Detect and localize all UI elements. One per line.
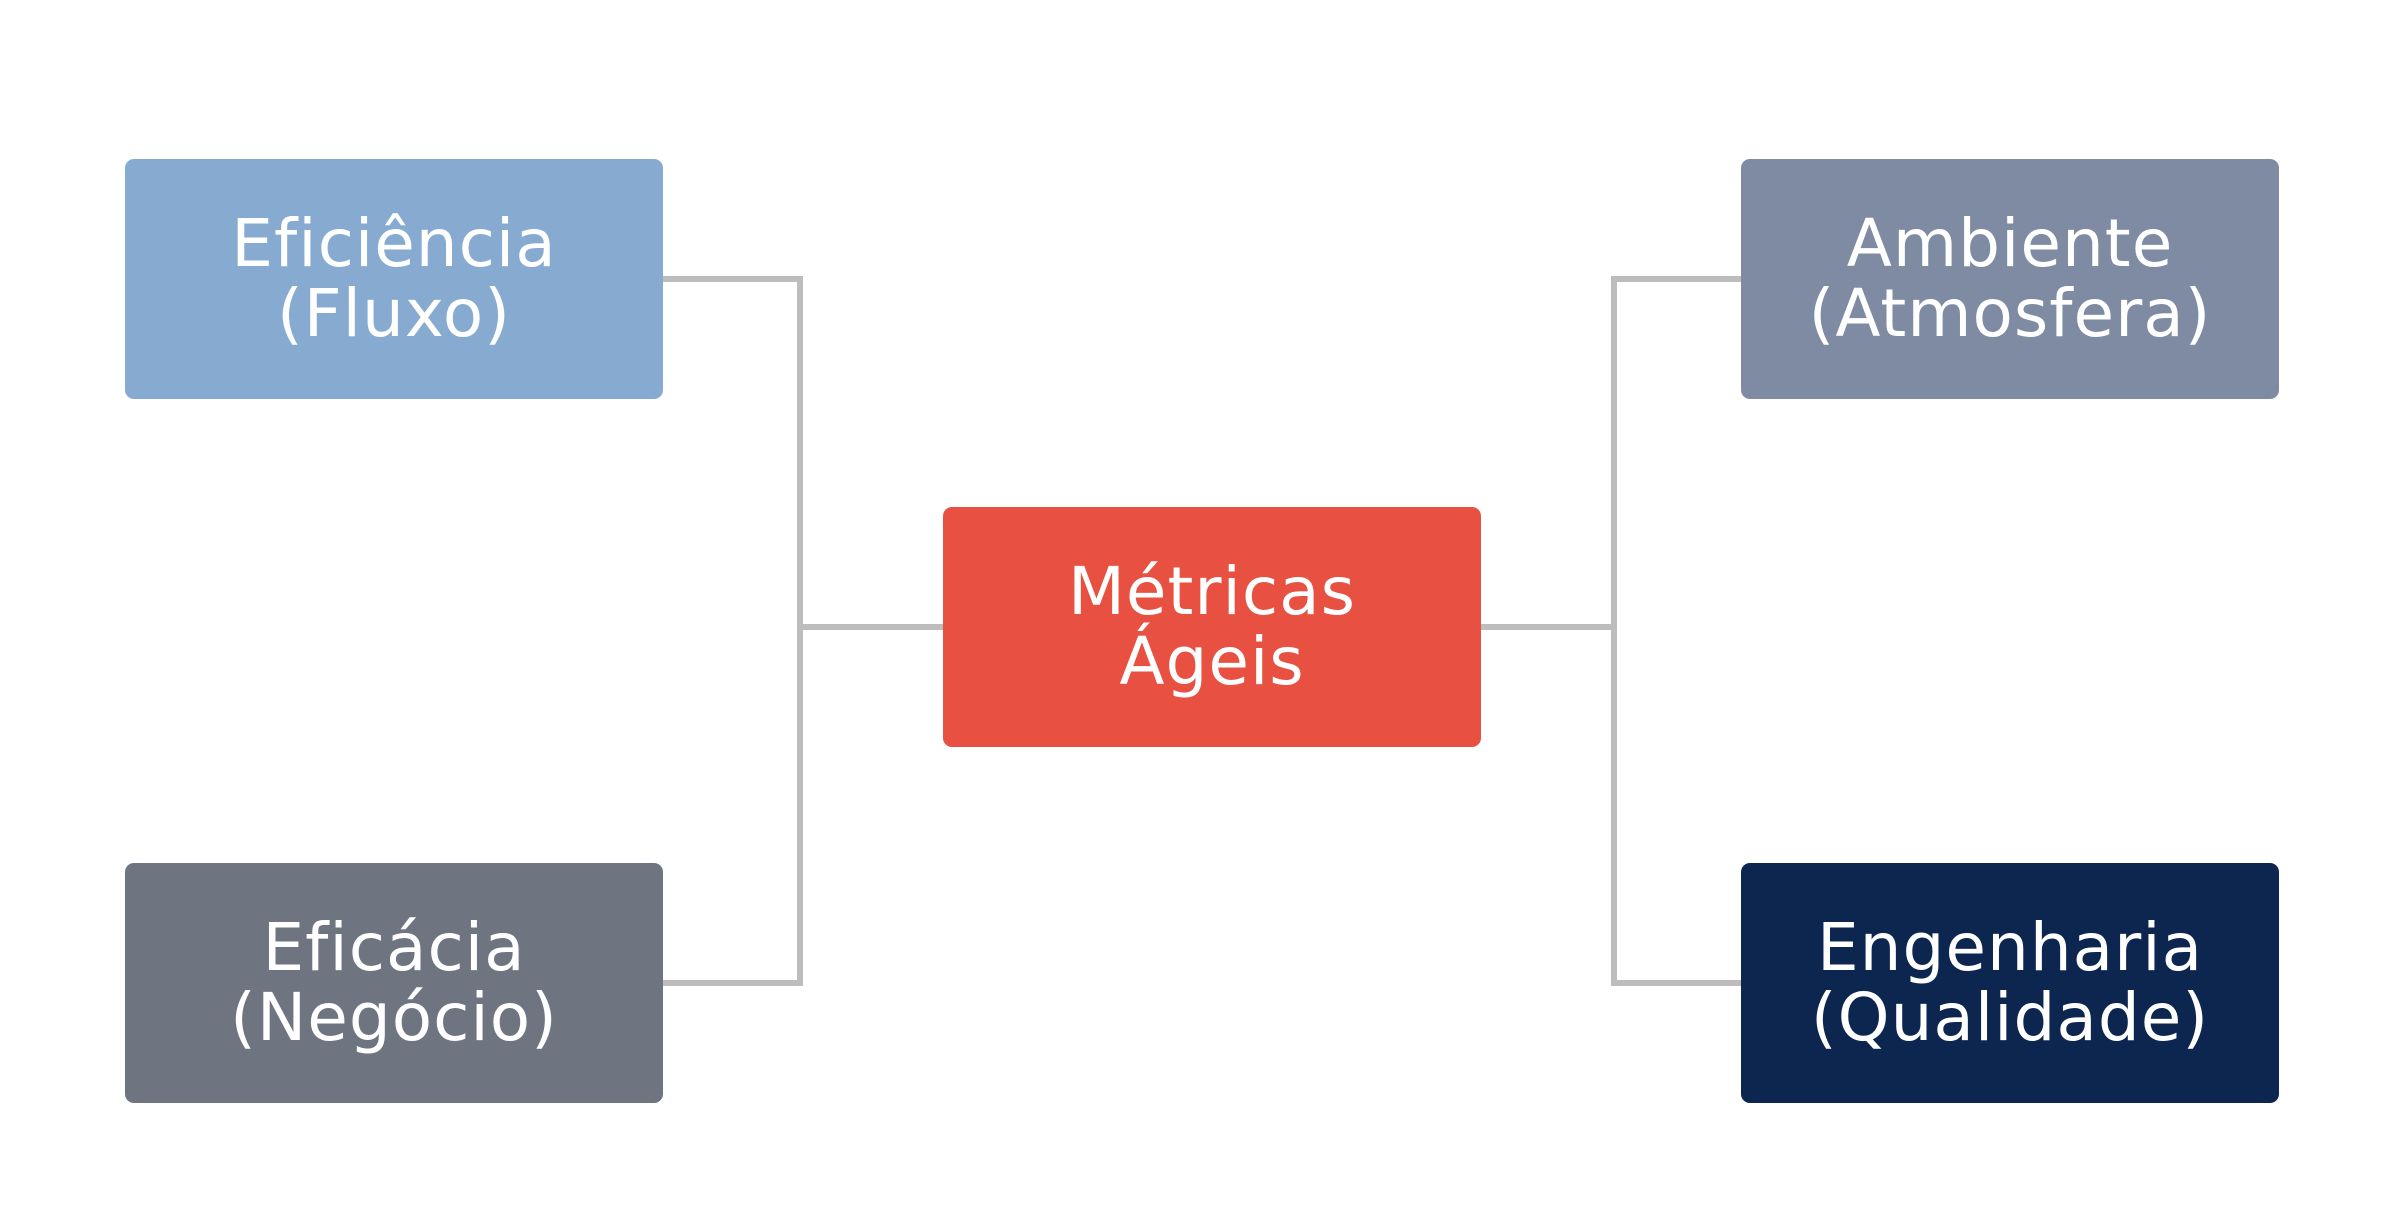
- node-ambiente: Ambiente (Atmosfera): [1741, 159, 2279, 399]
- node-eficacia-line2: (Negócio): [230, 979, 558, 1056]
- node-eficacia-line1: Eficácia: [262, 909, 526, 986]
- node-metricas-ageis-line1: Métricas: [1067, 553, 1357, 630]
- node-engenharia: Engenharia (Qualidade): [1741, 863, 2279, 1103]
- node-eficacia: Eficácia (Negócio): [125, 863, 663, 1103]
- node-ambiente-line2: (Atmosfera): [1808, 275, 2212, 352]
- node-eficiencia-line1: Eficiência: [231, 205, 557, 282]
- node-engenharia-line1: Engenharia: [1816, 909, 2204, 986]
- node-metricas-ageis: Métricas Ágeis: [943, 507, 1481, 747]
- node-eficiencia: Eficiência (Fluxo): [125, 159, 663, 399]
- node-metricas-ageis-line2: Ágeis: [1119, 623, 1305, 700]
- node-eficiencia-line2: (Fluxo): [276, 275, 512, 352]
- node-engenharia-line2: (Qualidade): [1810, 979, 2210, 1056]
- node-ambiente-line1: Ambiente: [1846, 205, 2174, 282]
